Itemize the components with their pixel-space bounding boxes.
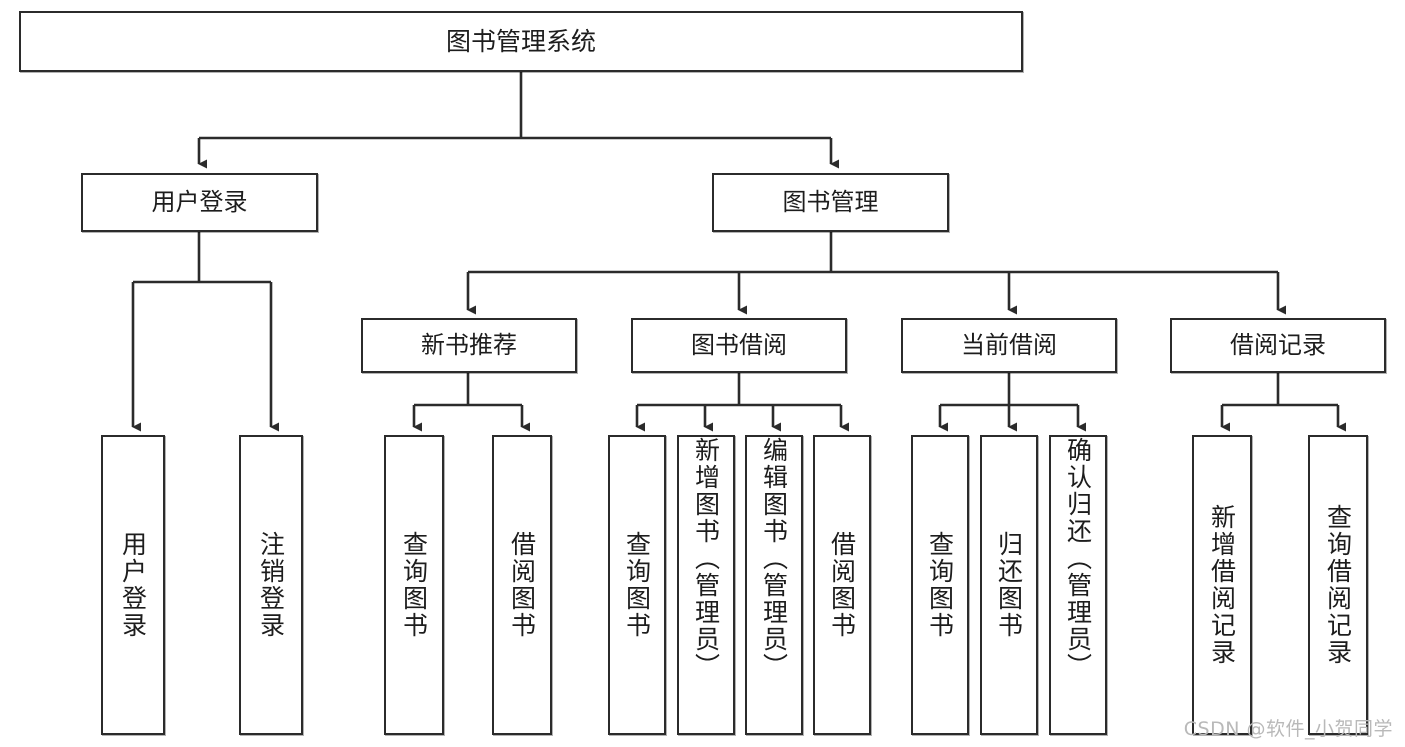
node-borrow-record[interactable]: 借阅记录 <box>1170 318 1386 373</box>
node-leaf-query-book-current[interactable]: 查询图书 <box>911 435 969 735</box>
node-label: 借阅图书 <box>827 531 857 639</box>
node-label: 当前借阅 <box>961 331 1057 360</box>
node-new-book-recommend[interactable]: 新书推荐 <box>361 318 577 373</box>
node-label: 新书推荐 <box>421 331 517 360</box>
node-label: 编辑图书（管理员） <box>759 437 789 680</box>
node-label: 注销登录 <box>256 531 286 639</box>
node-current-borrow[interactable]: 当前借阅 <box>901 318 1117 373</box>
node-label: 图书管理系统 <box>445 26 596 56</box>
node-label: 借阅图书 <box>507 531 537 639</box>
node-leaf-add-book[interactable]: 新增图书（管理员） <box>677 435 735 735</box>
node-label: 查询图书 <box>925 531 955 639</box>
node-leaf-add-borrow-record[interactable]: 新增借阅记录 <box>1192 435 1252 735</box>
node-label: 查询借阅记录 <box>1323 504 1353 666</box>
node-label: 归还图书 <box>994 531 1024 639</box>
csdn-watermark: CSDN @软件_小贺同学 <box>1183 718 1393 740</box>
node-label: 图书管理 <box>782 188 879 217</box>
node-leaf-query-borrow-record[interactable]: 查询借阅记录 <box>1308 435 1368 735</box>
node-label: 新增图书（管理员） <box>691 437 721 680</box>
node-leaf-query-book-recommend[interactable]: 查询图书 <box>384 435 444 735</box>
node-root-book-management-system[interactable]: 图书管理系统 <box>19 11 1023 72</box>
node-user-login[interactable]: 用户登录 <box>81 173 318 232</box>
node-label: 新增借阅记录 <box>1207 504 1237 666</box>
node-book-manage[interactable]: 图书管理 <box>712 173 949 232</box>
node-leaf-borrow-book[interactable]: 借阅图书 <box>813 435 871 735</box>
node-leaf-return-book[interactable]: 归还图书 <box>980 435 1038 735</box>
node-leaf-confirm-return[interactable]: 确认归还（管理员） <box>1049 435 1107 735</box>
node-label: 确认归还（管理员） <box>1063 437 1093 680</box>
node-leaf-query-book-borrow[interactable]: 查询图书 <box>608 435 666 735</box>
node-leaf-borrow-book-recommend[interactable]: 借阅图书 <box>492 435 552 735</box>
node-leaf-user-login[interactable]: 用户登录 <box>101 435 165 735</box>
node-label: 用户登录 <box>151 188 248 217</box>
node-label: 图书借阅 <box>691 331 787 360</box>
node-label: 用户登录 <box>118 531 148 639</box>
node-label: 查询图书 <box>399 531 429 639</box>
node-leaf-logout-login[interactable]: 注销登录 <box>239 435 303 735</box>
node-label: 查询图书 <box>622 531 652 639</box>
node-label: 借阅记录 <box>1230 331 1326 360</box>
node-book-borrow[interactable]: 图书借阅 <box>631 318 847 373</box>
node-leaf-edit-book[interactable]: 编辑图书（管理员） <box>745 435 803 735</box>
